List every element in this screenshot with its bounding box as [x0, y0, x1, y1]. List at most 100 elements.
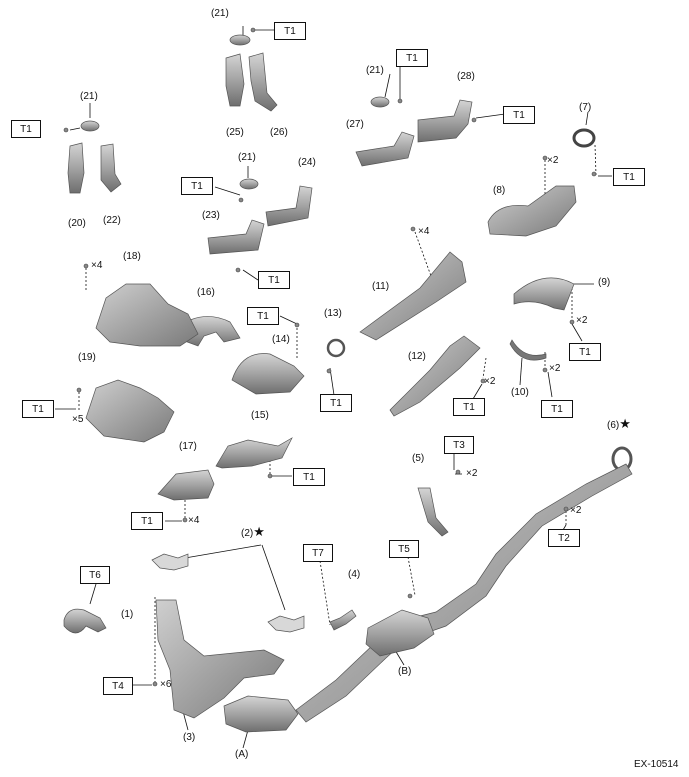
gasket-2a — [151, 553, 189, 571]
clamp-21-top — [229, 34, 251, 46]
heat-shield-15 — [215, 437, 293, 469]
torque-box-t1: T1 — [396, 49, 428, 67]
qty-x6: ×6 — [160, 679, 172, 690]
qty-x5: ×5 — [72, 414, 84, 425]
label-9: (9) — [598, 277, 611, 288]
bracket-10 — [509, 339, 547, 361]
torque-box-t3: T3 — [444, 436, 474, 454]
heat-shield-18 — [95, 283, 199, 347]
label-19: (19) — [78, 352, 96, 363]
torque-box-t7: T7 — [303, 544, 333, 562]
label-2: (2)★ — [241, 524, 265, 539]
heat-shield-17 — [157, 469, 215, 501]
front-pipe — [295, 463, 633, 723]
heat-shield-23 — [207, 219, 265, 255]
heat-shield-12 — [389, 335, 481, 417]
label-25: (25) — [226, 127, 244, 138]
heat-shield-26 — [248, 52, 278, 112]
qty-x4: ×4 — [418, 226, 430, 237]
heat-shield-20 — [67, 142, 85, 194]
label-7: (7) — [579, 102, 592, 113]
label-5: (5) — [412, 453, 425, 464]
label-16: (16) — [197, 287, 215, 298]
label-23: (23) — [202, 210, 220, 221]
label-12: (12) — [408, 351, 426, 362]
label-28: (28) — [457, 71, 475, 82]
qty-x2: ×2 — [570, 505, 582, 516]
torque-box-t4: T4 — [103, 677, 133, 695]
label-11: (11) — [372, 281, 390, 292]
torque-box-t1: T1 — [247, 307, 279, 325]
label-6-text: (6) — [607, 420, 620, 431]
qty-x2: ×2 — [484, 376, 496, 387]
sensor-1 — [63, 608, 107, 634]
torque-box-t1: T1 — [293, 468, 325, 486]
label-4: (4) — [348, 569, 361, 580]
heat-shield-14 — [231, 353, 305, 395]
label-A: (A) — [235, 749, 249, 760]
label-8: (8) — [493, 185, 506, 196]
label-20: (20) — [68, 218, 86, 229]
heat-shield-22 — [100, 143, 122, 193]
label-6: (6)★ — [607, 416, 631, 431]
parts — [63, 34, 633, 733]
heat-shield-19 — [85, 379, 175, 443]
star-mark: ★ — [253, 524, 265, 539]
torque-box-t1: T1 — [131, 512, 163, 530]
exhaust-manifold-3 — [155, 599, 285, 719]
heat-shield-11 — [359, 251, 467, 341]
qty-x2: ×2 — [466, 468, 478, 479]
clamp-21-left — [80, 120, 100, 132]
torque-box-t1: T1 — [569, 343, 601, 361]
clamp-21-mid — [239, 178, 259, 190]
label-10: (10) — [511, 387, 529, 398]
torque-box-t1: T1 — [541, 400, 573, 418]
torque-box-t1: T1 — [22, 400, 54, 418]
heat-shield-27 — [355, 131, 415, 167]
label-21: (21) — [80, 91, 98, 102]
bracket-9 — [513, 277, 575, 311]
torque-box-t2: T2 — [548, 529, 580, 547]
bracket-5 — [417, 487, 449, 537]
label-15: (15) — [251, 410, 269, 421]
label-21: (21) — [211, 8, 229, 19]
label-3: (3) — [183, 732, 196, 743]
torque-box-t1: T1 — [320, 394, 352, 412]
sensor-4 — [329, 609, 357, 631]
torque-box-t1: T1 — [181, 177, 213, 195]
torque-box-t1: T1 — [274, 22, 306, 40]
label-22: (22) — [103, 215, 121, 226]
gasket-2b — [267, 615, 305, 633]
figure-code: EX-10514 — [634, 759, 679, 770]
cover-8 — [487, 185, 577, 237]
label-21: (21) — [366, 65, 384, 76]
label-18: (18) — [123, 251, 141, 262]
label-1: (1) — [121, 609, 134, 620]
torque-box-t5: T5 — [389, 540, 419, 558]
qty-x2: ×2 — [547, 155, 559, 166]
star-mark: ★ — [619, 416, 631, 431]
gasket-13 — [326, 338, 346, 358]
catalytic-converter-B — [365, 609, 435, 657]
label-14: (14) — [272, 334, 290, 345]
heat-shield-16 — [181, 316, 241, 347]
torque-box-t1: T1 — [613, 168, 645, 186]
label-13: (13) — [324, 308, 342, 319]
label-17: (17) — [179, 441, 197, 452]
catalytic-converter-A — [223, 695, 299, 733]
label-27: (27) — [346, 119, 364, 130]
label-24: (24) — [298, 157, 316, 168]
qty-x2: ×2 — [549, 363, 561, 374]
torque-box-t1: T1 — [11, 120, 41, 138]
qty-x4: ×4 — [188, 515, 200, 526]
heat-shield-24 — [265, 185, 313, 227]
heat-shield-25 — [225, 53, 245, 107]
label-26: (26) — [270, 127, 288, 138]
torque-box-t1: T1 — [453, 398, 485, 416]
qty-x2: ×2 — [576, 315, 588, 326]
heat-shield-28 — [417, 99, 473, 143]
clamp-7 — [572, 128, 596, 148]
torque-box-t6: T6 — [80, 566, 110, 584]
bolts — [63, 27, 597, 687]
